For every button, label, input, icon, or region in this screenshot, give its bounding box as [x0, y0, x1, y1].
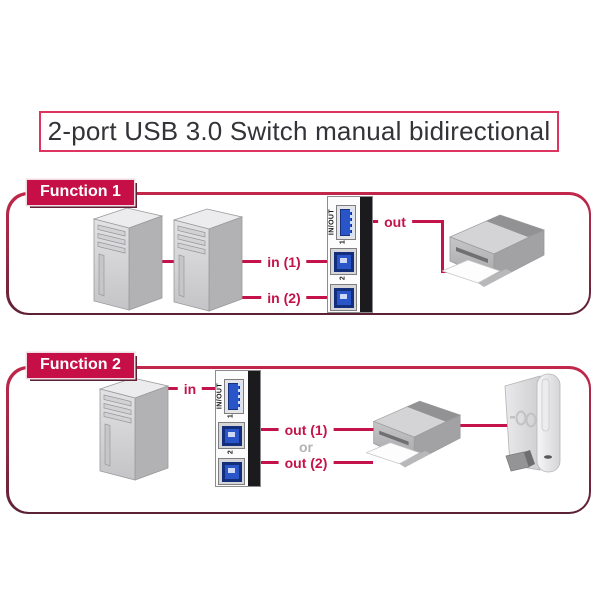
cable-out-v [441, 220, 444, 273]
function1-badge: Function 1 [27, 180, 134, 205]
usb-b-pins [224, 464, 239, 479]
printer-icon [366, 400, 462, 468]
usb-b-shell [221, 461, 242, 482]
usb-a-contacts [350, 209, 353, 236]
computer-tower-icon [172, 208, 244, 312]
cable-printer-to-hdd [450, 424, 508, 427]
cable-in1 [158, 260, 327, 263]
label-out1: out (1) [278, 421, 334, 438]
switch-side-panel [248, 371, 260, 486]
usb-switch: IN/OUT 1 2 [215, 370, 261, 487]
usb-b-pins [224, 428, 239, 443]
usb-b-pins [336, 290, 351, 305]
usb-b-port-2 [330, 284, 357, 311]
usb-b-port-1 [218, 422, 245, 449]
external-hdd-icon [504, 373, 561, 473]
label-out2: out (2) [278, 454, 334, 471]
label-in1: in (1) [261, 253, 307, 270]
usb-a-contacts [238, 383, 241, 410]
label-in: in [177, 380, 203, 397]
title-box: 2-port USB 3.0 Switch manual bidirection… [39, 111, 559, 152]
usb-b-pins [336, 254, 351, 269]
usb-b-port-1 [330, 248, 357, 275]
label-in2: in (2) [261, 289, 307, 306]
usb-switch: IN/OUT 1 2 [327, 196, 373, 313]
port-1-label: 1 [227, 413, 235, 419]
function2-badge-label: Function 2 [40, 356, 121, 373]
usb-b-shell [221, 425, 242, 446]
port-1-label: 1 [339, 239, 347, 245]
usb-a-port [224, 379, 244, 414]
port-inout-label: IN/OUT [216, 382, 224, 410]
function1-badge-label: Function 1 [40, 183, 121, 200]
usb-b-shell [333, 287, 354, 308]
computer-tower-icon [92, 207, 164, 311]
port-inout-label: IN/OUT [328, 208, 336, 236]
computer-tower-icon [98, 377, 170, 481]
switch-side-panel [360, 197, 372, 312]
function2-badge: Function 2 [27, 353, 134, 378]
port-2-label: 2 [227, 449, 235, 455]
printer-icon [442, 214, 546, 287]
usb-a-port [336, 205, 356, 240]
page-title: 2-port USB 3.0 Switch manual bidirection… [47, 116, 551, 146]
label-or: or [293, 439, 319, 455]
usb-b-shell [333, 251, 354, 272]
label-out: out [378, 213, 412, 230]
port-2-label: 2 [339, 275, 347, 281]
usb-b-port-2 [218, 458, 245, 485]
